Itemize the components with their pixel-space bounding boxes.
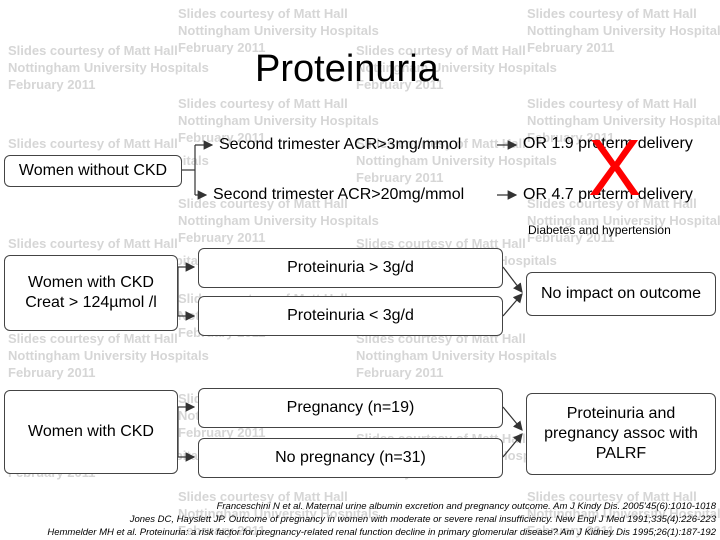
outcome-line1: Proteinuria and bbox=[566, 405, 676, 422]
group-label: Women with CKD bbox=[28, 423, 154, 440]
watermark-text: Slides courtesy of Matt Hall Nottingham … bbox=[527, 96, 720, 145]
branch-acr-20: Second trimester ACR>20mg/mmol bbox=[213, 186, 465, 203]
watermark-text: Slides courtesy of Matt Hall Nottingham … bbox=[178, 6, 379, 55]
branch-proteinuria-under-3: Proteinuria < 3g/d bbox=[198, 296, 503, 336]
arrow-s2-merge1 bbox=[502, 266, 523, 293]
branch-proteinuria-over-3: Proteinuria > 3g/d bbox=[198, 248, 503, 288]
watermark-text: Slides courtesy of Matt Hall Nottingham … bbox=[527, 196, 720, 245]
branch-label: Pregnancy (n=19) bbox=[286, 399, 415, 416]
group-women-with-ckd: Women with CKD bbox=[4, 390, 178, 474]
branch-label: Proteinuria < 3g/d bbox=[287, 307, 414, 324]
branch-label: Proteinuria > 3g/d bbox=[287, 259, 414, 276]
branch-label: No pregnancy (n=31) bbox=[275, 449, 426, 466]
watermark-text: Slides courtesy of Matt Hall Nottingham … bbox=[527, 6, 720, 55]
note-diabetes-hypertension: Diabetes and hypertension bbox=[528, 223, 671, 237]
reference-2: Jones DC, Hayslett JP. Outcome of pregna… bbox=[129, 514, 716, 525]
watermark-text: Slides courtesy of Matt Hall Nottingham … bbox=[356, 43, 557, 92]
outcome-or-4-7: OR 4.7 preterm delivery bbox=[523, 186, 693, 203]
slide-title: Proteinuria bbox=[255, 48, 439, 90]
reference-3: Hemmelder MH et al. Proteinuria: a risk … bbox=[47, 527, 716, 538]
group-label: Women without CKD bbox=[18, 162, 168, 179]
group-label-line1: Women with CKD bbox=[28, 274, 154, 291]
group-label-line2: Creat > 124µmol /l bbox=[25, 294, 157, 311]
arrow-s3-merge2 bbox=[502, 433, 523, 458]
outcome-no-impact: No impact on outcome bbox=[526, 272, 716, 316]
watermark-text: Slides courtesy of Matt Hall Nottingham … bbox=[178, 196, 379, 245]
reference-1: Franceschini N et al. Maternal urine alb… bbox=[216, 501, 716, 512]
branch-no-pregnancy: No pregnancy (n=31) bbox=[198, 438, 503, 478]
branch-acr-3: Second trimester ACR>3mg/mmol bbox=[219, 136, 462, 153]
group-women-without-ckd: Women without CKD bbox=[4, 155, 182, 187]
watermark-text: Slides courtesy of Matt Hall Nottingham … bbox=[178, 96, 379, 145]
outcome-line3: PALRF bbox=[595, 445, 647, 462]
arrow-s2-merge2 bbox=[502, 293, 523, 317]
branch-pregnancy: Pregnancy (n=19) bbox=[198, 388, 503, 428]
watermark-text: Slides courtesy of Matt Hall Nottingham … bbox=[178, 489, 379, 538]
outcome-palrf: Proteinuria and pregnancy assoc with PAL… bbox=[526, 393, 716, 475]
outcome-label: No impact on outcome bbox=[540, 285, 702, 302]
outcome-or-1-9: OR 1.9 preterm delivery bbox=[523, 135, 693, 152]
watermark-text: Slides courtesy of Matt Hall Nottingham … bbox=[8, 331, 209, 380]
arrow-s3-merge1 bbox=[502, 406, 523, 431]
outcome-line2: pregnancy assoc with bbox=[544, 425, 698, 442]
references: Franceschini N et al. Maternal urine alb… bbox=[0, 500, 716, 539]
group-women-with-ckd-creat: Women with CKD Creat > 124µmol /l bbox=[4, 255, 178, 331]
red-cross-mark: X bbox=[588, 123, 642, 212]
watermark-text: Slides courtesy of Matt Hall Nottingham … bbox=[527, 489, 720, 538]
watermark-text: Slides courtesy of Matt Hall Nottingham … bbox=[8, 43, 209, 92]
